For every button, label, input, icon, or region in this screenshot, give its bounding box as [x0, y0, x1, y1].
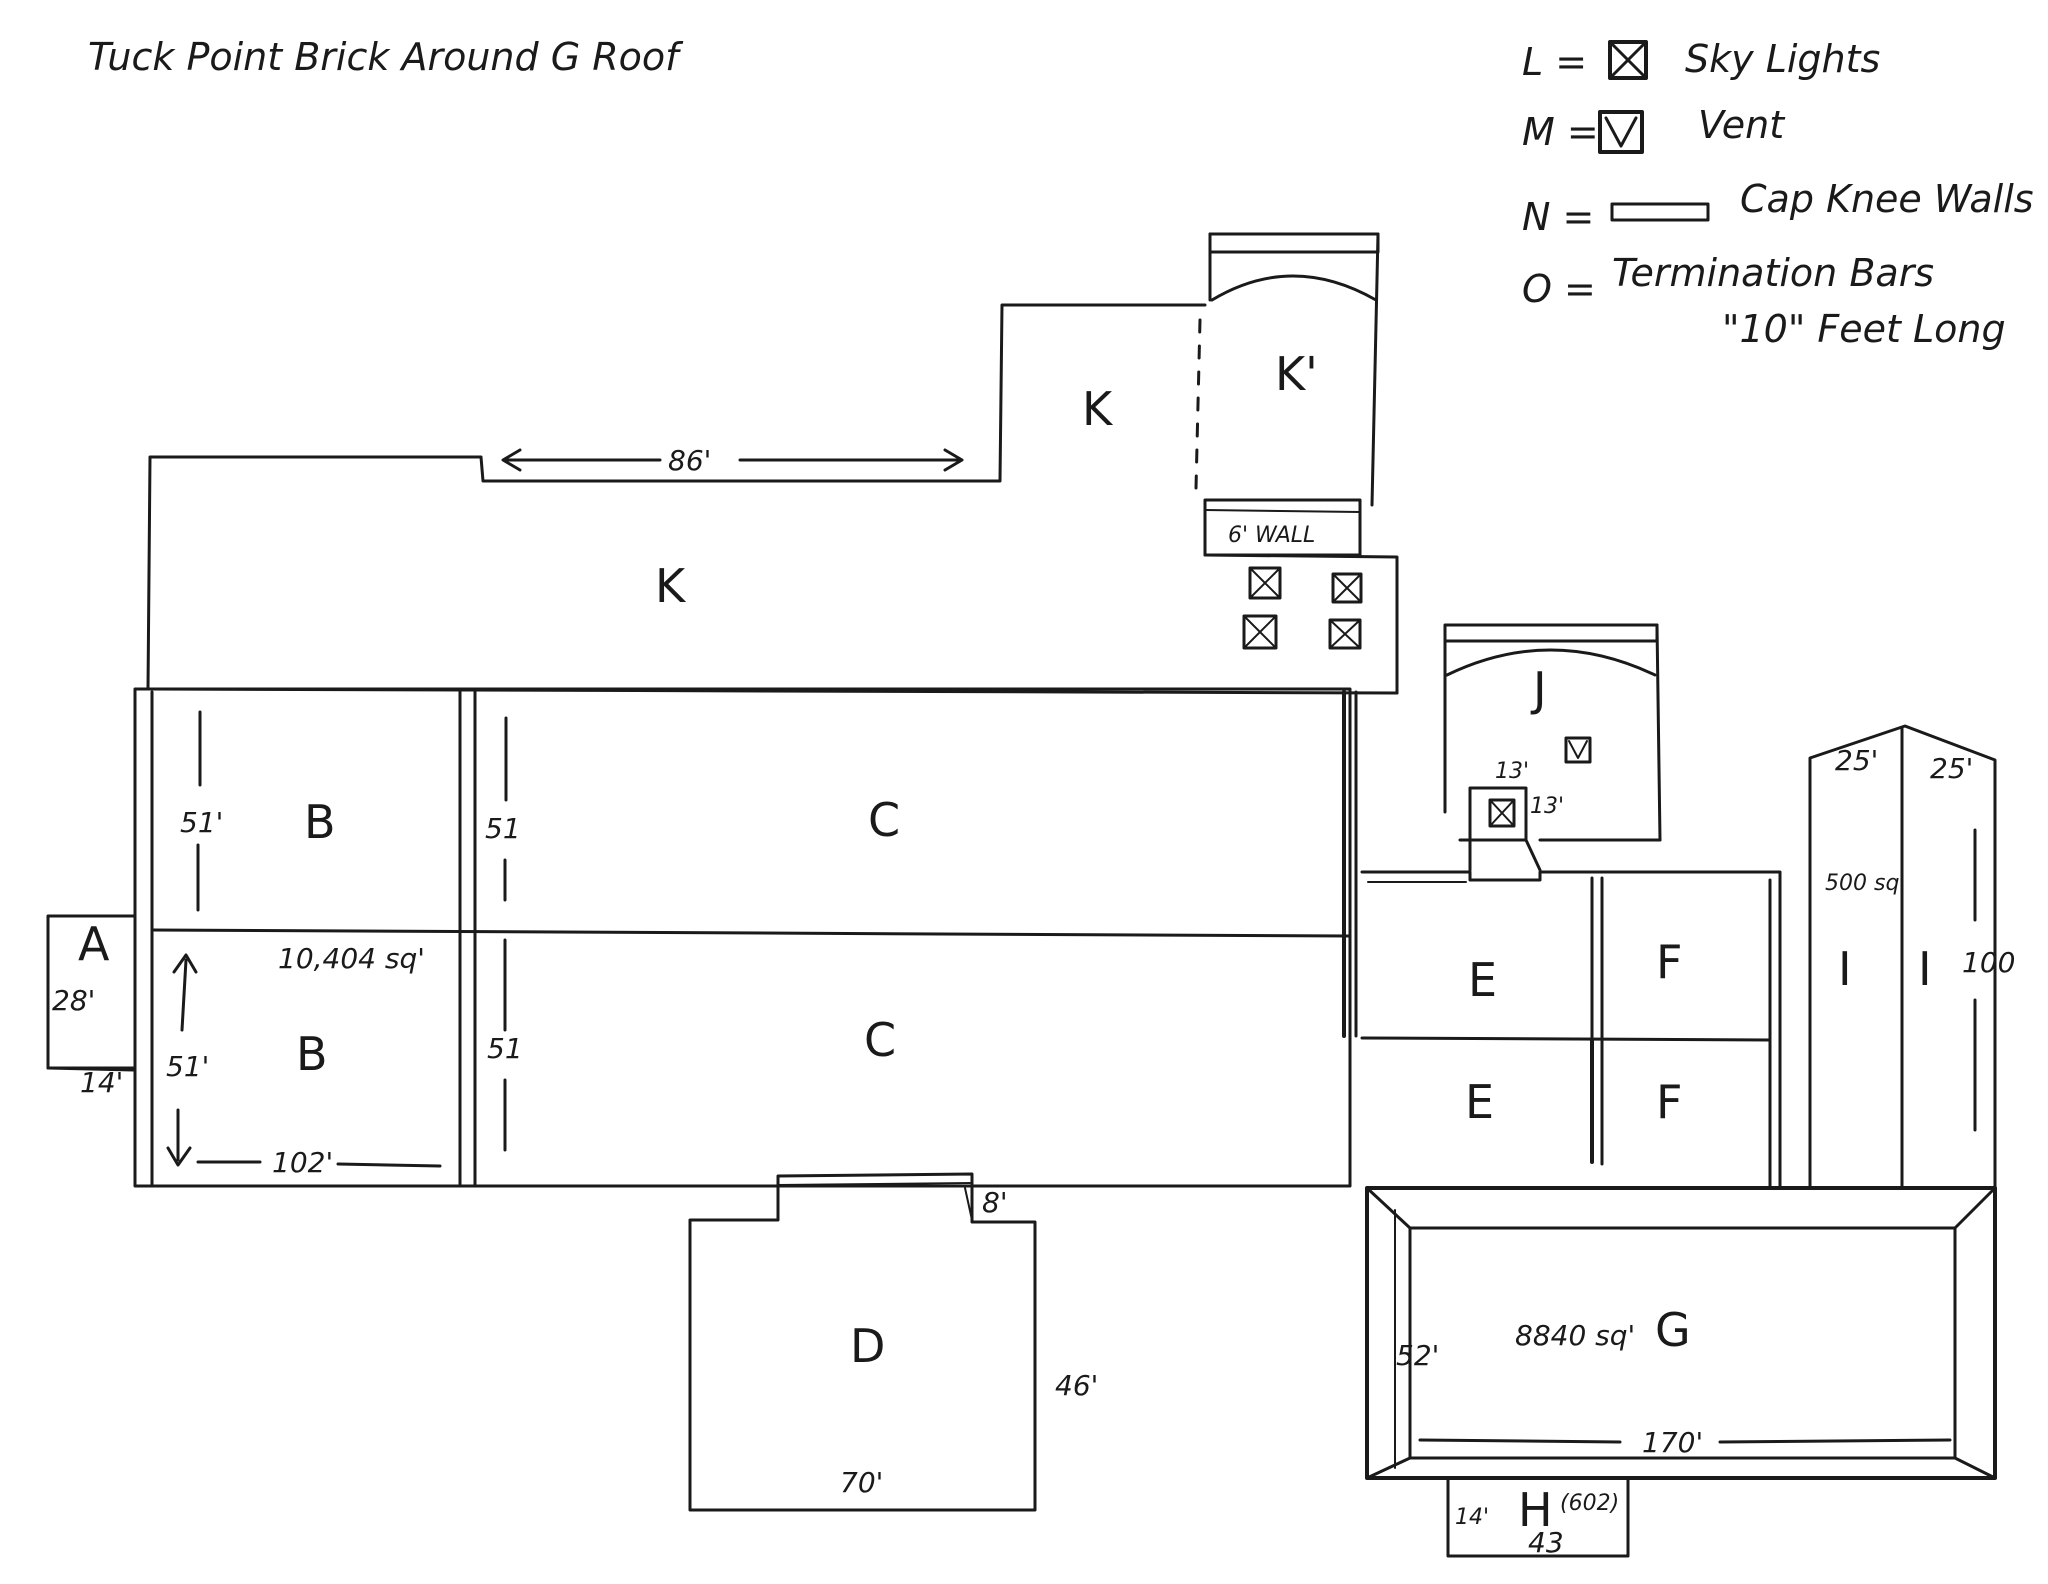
dim-g-height: 52' — [1396, 1339, 1439, 1372]
skylight-icon — [1331, 572, 1363, 604]
legend: L = Sky Lights M = Vent N = Cap Knee Wal… — [1522, 37, 2034, 351]
section-j: J 13' 13' — [1443, 623, 1662, 872]
legend-o-label: Termination Bars — [1612, 251, 1934, 295]
dim-h-height: 14' — [1455, 1505, 1489, 1530]
label-section-c-top: C — [868, 793, 900, 847]
section-k-prime: K' 6' WALL — [1203, 232, 1380, 557]
label-section-k-upper: K — [1082, 382, 1114, 436]
skylight-icon — [1248, 566, 1282, 600]
section-b-c: 51' B 10,404 sq' 51' B 102' 51 51 C C — [133, 687, 1358, 1188]
legend-l-key: L = — [1522, 40, 1587, 84]
dim-k-width: 86' — [668, 444, 711, 477]
dim-d-width: 70' — [840, 1466, 883, 1499]
label-section-a: A — [78, 917, 110, 971]
k-skylights — [1242, 566, 1363, 650]
label-section-d: D — [850, 1319, 885, 1373]
label-section-f-bottom: F — [1656, 1075, 1682, 1129]
section-h: 14' H (602) 43 — [1446, 1476, 1630, 1559]
label-section-e-top: E — [1468, 953, 1497, 1007]
dim-j-skylight-2: 13' — [1530, 794, 1564, 819]
legend-n-key: N = — [1522, 195, 1594, 239]
section-e-f: E E F F — [1360, 870, 1782, 1190]
legend-n-label: Cap Knee Walls — [1740, 177, 2034, 221]
label-section-k-prime: K' — [1275, 347, 1318, 401]
label-section-f-top: F — [1656, 935, 1682, 989]
label-section-b-top: B — [304, 795, 336, 849]
legend-o-sub: "10" Feet Long — [1722, 307, 2006, 351]
legend-m-label: Vent — [1698, 103, 1786, 147]
legend-m-key: M = — [1522, 110, 1599, 154]
label-section-h: H — [1518, 1483, 1553, 1537]
label-section-k-main: K — [655, 559, 687, 613]
legend-o-key: O = — [1522, 267, 1596, 311]
skylight-icon — [1242, 614, 1278, 650]
dim-g-area: 8840 sq' — [1515, 1319, 1635, 1352]
skylight-icon — [1468, 786, 1528, 842]
label-section-g: G — [1655, 1303, 1691, 1357]
dim-d-step: 8' — [982, 1186, 1008, 1219]
section-d: 8' D 46' 70' — [688, 1172, 1098, 1512]
label-section-i-left: I — [1838, 942, 1852, 996]
dim-h-area: (602) — [1560, 1491, 1619, 1516]
dim-c-bottom: 51 — [487, 1032, 523, 1065]
dim-b-bottom: 51' — [166, 1050, 209, 1083]
dim-c-top: 51 — [485, 812, 521, 845]
dim-j-skylight-1: 13' — [1495, 759, 1529, 784]
dim-b-width: 102' — [272, 1146, 333, 1179]
section-a: A 28' 14' — [46, 914, 137, 1099]
skylight-icon — [1608, 40, 1648, 80]
knee-wall-cap-icon — [1610, 202, 1710, 222]
skylight-icon — [1328, 618, 1362, 650]
dim-i-height: 100 — [1962, 946, 2015, 979]
label-6-wall: 6' WALL — [1228, 523, 1315, 548]
section-k: 86' K K — [146, 303, 1399, 695]
legend-l-label: Sky Lights — [1685, 37, 1880, 81]
dim-i-right: 25' — [1930, 752, 1973, 785]
label-section-c-bottom: C — [864, 1013, 896, 1067]
label-section-b-bottom: B — [296, 1027, 328, 1081]
label-section-j: J — [1530, 662, 1547, 716]
vent-icon — [1564, 736, 1592, 764]
dim-i-left: 25' — [1835, 744, 1878, 777]
dim-i-area: 500 sq' — [1825, 871, 1905, 896]
vent-icon — [1598, 110, 1644, 154]
section-g: G 8840 sq' 52' 170' — [1365, 1186, 1997, 1480]
dim-d-height: 46' — [1055, 1369, 1098, 1402]
section-i: 25' 25' 500 sq' 100 I I — [1808, 724, 2015, 1188]
dim-b-area: 10,404 sq' — [278, 942, 425, 975]
dim-h-width: 43 — [1528, 1526, 1564, 1559]
dim-a-width: 14' — [80, 1066, 123, 1099]
sketch-title: Tuck Point Brick Around G Roof — [88, 35, 684, 79]
label-section-i-right: I — [1918, 942, 1932, 996]
label-section-e-bottom: E — [1465, 1075, 1494, 1129]
dim-a-height: 28' — [52, 984, 95, 1017]
dim-g-width: 170' — [1642, 1426, 1703, 1459]
dim-b-top: 51' — [180, 806, 223, 839]
